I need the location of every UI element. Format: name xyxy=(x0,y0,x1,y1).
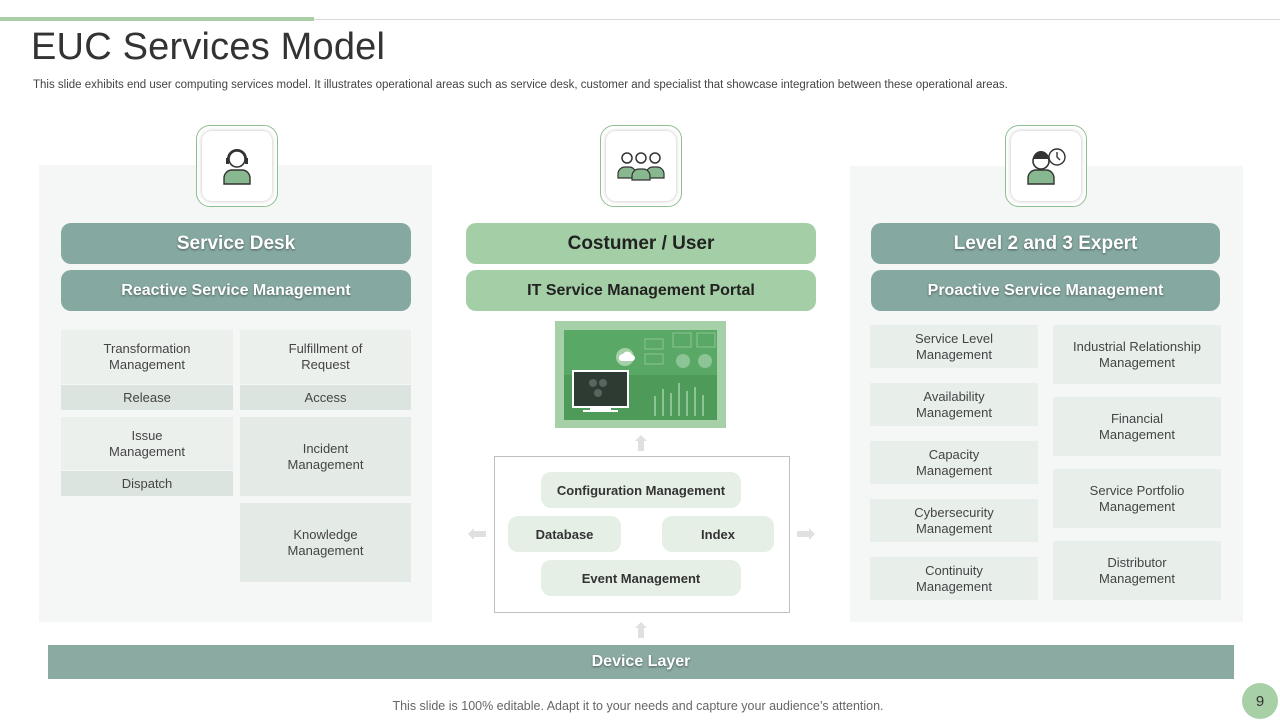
top-accent-bar xyxy=(0,17,314,21)
top-divider xyxy=(0,19,1280,20)
page-subtitle: This slide exhibits end user computing s… xyxy=(33,79,1008,91)
event-management-box: Event Management xyxy=(541,560,741,596)
proactive-service-heading: Proactive Service Management xyxy=(871,270,1220,311)
expert-user-icon xyxy=(1027,148,1066,185)
database-box: Database xyxy=(508,516,621,552)
expert-heading: Level 2 and 3 Expert xyxy=(871,223,1220,264)
page-title: EUC Services Model xyxy=(31,26,386,68)
capacity-management-cell: Capacity Management xyxy=(870,441,1038,484)
it-service-portal-heading: IT Service Management Portal xyxy=(466,270,816,311)
configuration-management-box: Configuration Management xyxy=(541,472,741,508)
industrial-relationship-management-cell: Industrial Relationship Management xyxy=(1053,325,1221,384)
up-arrow-bottom-icon xyxy=(635,622,647,638)
device-layer-bar: Device Layer xyxy=(48,645,1234,679)
availability-management-cell: Availability Management xyxy=(870,383,1038,426)
continuity-management-cell: Continuity Management xyxy=(870,557,1038,600)
left-arrow-icon xyxy=(468,528,486,540)
financial-management-cell: Financial Management xyxy=(1053,397,1221,456)
expert-icon-frame xyxy=(1005,125,1087,207)
dashboard-monitor-image xyxy=(555,321,726,428)
dispatch-cell: Dispatch xyxy=(61,471,233,496)
service-desk-heading: Service Desk xyxy=(61,223,411,264)
up-arrow-icon xyxy=(635,435,647,451)
transformation-management-cell: Transformation Management xyxy=(61,330,233,384)
cybersecurity-management-cell: Cybersecurity Management xyxy=(870,499,1038,542)
right-arrow-icon xyxy=(797,528,815,540)
issue-management-cell: Issue Management xyxy=(61,417,233,470)
distributor-management-cell: Distributor Management xyxy=(1053,541,1221,600)
fulfillment-request-cell: Fulfillment of Request xyxy=(240,330,411,384)
knowledge-management-cell: Knowledge Management xyxy=(240,503,411,582)
support-agent-icon xyxy=(223,149,251,185)
release-cell: Release xyxy=(61,385,233,410)
service-desk-icon-frame xyxy=(196,125,278,207)
reactive-service-heading: Reactive Service Management xyxy=(61,270,411,311)
footer-note: This slide is 100% editable. Adapt it to… xyxy=(392,699,884,713)
customer-heading: Costumer / User xyxy=(466,223,816,264)
service-level-management-cell: Service Level Management xyxy=(870,325,1038,368)
access-cell: Access xyxy=(240,385,411,410)
incident-management-cell: Incident Management xyxy=(240,417,411,496)
dashboard-monitor-icon xyxy=(564,330,717,420)
service-portfolio-management-cell: Service Portfolio Management xyxy=(1053,469,1221,528)
customer-icon-frame xyxy=(600,125,682,207)
page-number-badge: 9 xyxy=(1242,683,1278,719)
index-box: Index xyxy=(662,516,774,552)
user-group-icon xyxy=(617,152,665,181)
